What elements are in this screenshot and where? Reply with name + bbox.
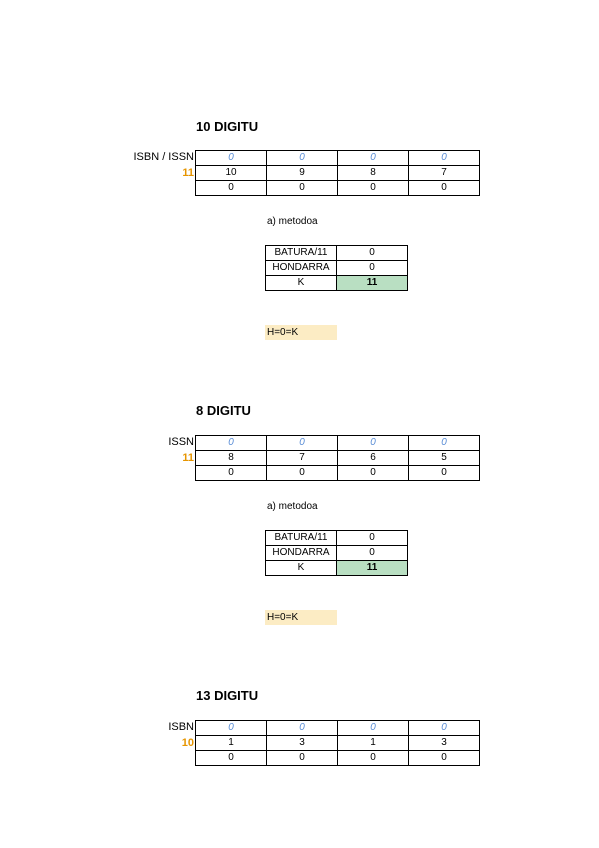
product-cell: 0 bbox=[266, 750, 338, 766]
weight-cell: 3 bbox=[408, 735, 480, 751]
product-row: 0 0 0 0 bbox=[195, 750, 480, 766]
input-row: 0 0 0 0 bbox=[195, 720, 480, 736]
input-cell[interactable]: 0 bbox=[408, 435, 480, 451]
input-cell[interactable]: 0 bbox=[195, 720, 267, 736]
weight-row: 10 9 8 7 bbox=[195, 165, 480, 181]
weight-cell: 3 bbox=[266, 735, 338, 751]
product-cell: 0 bbox=[408, 180, 480, 196]
product-cell: 0 bbox=[266, 465, 338, 481]
weight-cell: 9 bbox=[266, 165, 338, 181]
input-cell[interactable]: 0 bbox=[337, 150, 409, 166]
product-cell: 0 bbox=[337, 465, 409, 481]
input-cell[interactable]: 0 bbox=[195, 435, 267, 451]
calc-label: HONDARRA bbox=[265, 260, 337, 276]
calc-value: 0 bbox=[336, 260, 408, 276]
weight-cell: 6 bbox=[337, 450, 409, 466]
calc-label: K bbox=[265, 560, 337, 576]
method-label: a) metodoa bbox=[267, 501, 318, 512]
multiplier-label: 11 bbox=[182, 167, 194, 179]
weight-cell: 1 bbox=[195, 735, 267, 751]
product-cell: 0 bbox=[195, 465, 267, 481]
input-cell[interactable]: 0 bbox=[337, 435, 409, 451]
input-cell[interactable]: 0 bbox=[408, 720, 480, 736]
digit-grid: 0 0 0 0 8 7 6 5 0 0 0 0 bbox=[195, 435, 480, 481]
digit-grid: 0 0 0 0 1 3 1 3 0 0 0 0 bbox=[195, 720, 480, 766]
digit-grid: 0 0 0 0 10 9 8 7 0 0 0 0 bbox=[195, 150, 480, 196]
weight-row: 8 7 6 5 bbox=[195, 450, 480, 466]
weight-cell: 7 bbox=[266, 450, 338, 466]
multiplier-label: 11 bbox=[182, 452, 194, 464]
input-cell[interactable]: 0 bbox=[337, 720, 409, 736]
weight-cell: 8 bbox=[337, 165, 409, 181]
input-label: ISBN bbox=[168, 721, 194, 733]
input-cell[interactable]: 0 bbox=[195, 150, 267, 166]
input-cell[interactable]: 0 bbox=[266, 435, 338, 451]
weight-cell: 7 bbox=[408, 165, 480, 181]
section-title: 10 DIGITU bbox=[196, 119, 259, 134]
product-row: 0 0 0 0 bbox=[195, 180, 480, 196]
product-cell: 0 bbox=[408, 750, 480, 766]
weight-cell: 1 bbox=[337, 735, 409, 751]
calc-label: BATURA/11 bbox=[265, 245, 337, 261]
weight-cell: 5 bbox=[408, 450, 480, 466]
check-digit-value: 11 bbox=[336, 560, 408, 576]
product-cell: 0 bbox=[266, 180, 338, 196]
calc-label: K bbox=[265, 275, 337, 291]
check-digit-value: 11 bbox=[336, 275, 408, 291]
calc-label: BATURA/11 bbox=[265, 530, 337, 546]
calc-value: 0 bbox=[336, 245, 408, 261]
product-cell: 0 bbox=[195, 180, 267, 196]
section-title: 8 DIGITU bbox=[196, 403, 251, 418]
input-label: ISSN bbox=[168, 436, 194, 448]
weight-cell: 8 bbox=[195, 450, 267, 466]
note-text: H=0=K bbox=[265, 610, 337, 625]
calc-label: HONDARRA bbox=[265, 545, 337, 561]
product-cell: 0 bbox=[195, 750, 267, 766]
input-row: 0 0 0 0 bbox=[195, 435, 480, 451]
product-row: 0 0 0 0 bbox=[195, 465, 480, 481]
input-label: ISBN / ISSN bbox=[133, 151, 194, 163]
calc-value: 0 bbox=[336, 530, 408, 546]
weight-row: 1 3 1 3 bbox=[195, 735, 480, 751]
input-row: 0 0 0 0 bbox=[195, 150, 480, 166]
method-label: a) metodoa bbox=[267, 216, 318, 227]
input-cell[interactable]: 0 bbox=[266, 150, 338, 166]
calc-value: 0 bbox=[336, 545, 408, 561]
weight-cell: 10 bbox=[195, 165, 267, 181]
multiplier-label: 10 bbox=[181, 737, 194, 749]
section-title: 13 DIGITU bbox=[196, 688, 259, 703]
note-text: H=0=K bbox=[265, 325, 337, 340]
product-cell: 0 bbox=[337, 750, 409, 766]
product-cell: 0 bbox=[337, 180, 409, 196]
input-cell[interactable]: 0 bbox=[408, 150, 480, 166]
input-cell[interactable]: 0 bbox=[266, 720, 338, 736]
product-cell: 0 bbox=[408, 465, 480, 481]
